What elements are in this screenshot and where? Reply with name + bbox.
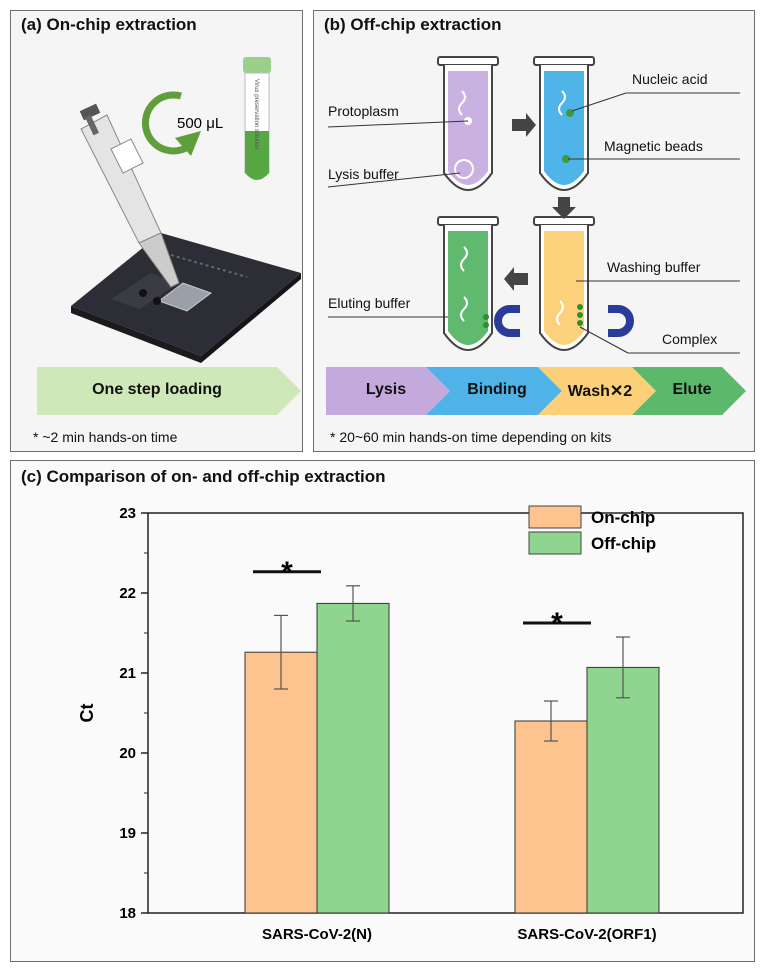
protoplasm-label: Protoplasm xyxy=(328,103,399,119)
panel-a-title: (a) On-chip extraction xyxy=(21,15,197,34)
arrow-down-icon xyxy=(552,197,576,219)
arrow-right-icon xyxy=(512,113,536,137)
x-category-label: SARS-CoV-2(N) xyxy=(262,926,372,943)
flow-label-lysis: Lysis xyxy=(365,381,407,398)
one-step-arrow: One step loading xyxy=(37,367,301,415)
bar-off-chip-0 xyxy=(316,602,390,914)
leader-line xyxy=(327,120,469,128)
binding-tube-icon xyxy=(533,56,595,191)
flow-step-binding xyxy=(426,367,562,415)
dna-icon xyxy=(458,90,466,116)
y-tick-label: 20 xyxy=(119,745,136,762)
process-flow: Lysis Binding Wash✕2 Elute xyxy=(326,367,746,415)
on-chip-note: * ~2 min hands-on time xyxy=(33,429,178,445)
off-chip-illustration xyxy=(327,56,740,354)
flow-step-elute xyxy=(632,367,746,415)
y-tick-label: 23 xyxy=(119,505,136,522)
dna-icon xyxy=(558,90,566,116)
panel-comparison: (c) Comparison of on- and off-chip extra… xyxy=(10,460,755,962)
bar-off-chip-1 xyxy=(586,666,660,914)
bead-icon xyxy=(566,109,574,117)
leader-line xyxy=(571,92,627,112)
chip-icon xyxy=(71,233,301,363)
y-tick-label: 22 xyxy=(119,585,136,602)
flow-label-elute: Elute xyxy=(672,381,712,398)
legend-swatch-off-chip xyxy=(528,531,582,555)
panel-on-chip: (a) On-chip extraction 500 μL Virus pres… xyxy=(10,10,303,452)
complex-label: Complex xyxy=(662,331,718,347)
bar-on-chip-1 xyxy=(514,720,588,914)
legend-label-off-chip: Off-chip xyxy=(591,534,656,553)
arrow-left-icon xyxy=(504,267,528,291)
flow-step-wash xyxy=(538,367,656,415)
legend-label-on-chip: On-chip xyxy=(591,508,655,527)
leader-line xyxy=(327,172,461,188)
bead-icon xyxy=(562,155,570,163)
significance-star: * xyxy=(551,607,563,640)
y-tick-label: 18 xyxy=(119,905,136,922)
y-tick-label: 21 xyxy=(119,665,136,682)
panel-c-title: (c) Comparison of on- and off-chip extra… xyxy=(21,467,386,486)
virus-icon xyxy=(454,159,474,179)
flow-label-wash: Wash✕2 xyxy=(567,383,633,400)
washing-buffer-label: Washing buffer xyxy=(607,259,701,275)
arrow-head-icon xyxy=(175,131,201,156)
one-step-label: One step loading xyxy=(92,381,222,398)
lysis-buffer-label: Lysis buffer xyxy=(328,166,399,182)
dna-icon xyxy=(460,246,468,272)
pipette-icon xyxy=(79,103,180,288)
flow-label-binding: Binding xyxy=(467,381,527,398)
bar-on-chip-0 xyxy=(244,651,318,914)
flow-step-lysis xyxy=(326,367,450,415)
lysis-tube-icon xyxy=(437,56,499,191)
off-chip-note: * 20~60 min hands-on time depending on k… xyxy=(330,429,612,445)
elute-tube-icon xyxy=(437,216,499,351)
volume-label: 500 μL xyxy=(177,115,223,132)
y-axis-label: Ct xyxy=(77,704,97,723)
dna-icon xyxy=(556,300,564,326)
curved-arrow-icon xyxy=(141,91,196,155)
tube-label: Virus preservation solution xyxy=(253,79,259,150)
magnet-icon xyxy=(494,305,520,337)
legend-swatch-on-chip xyxy=(528,505,582,529)
magnet-icon xyxy=(608,305,634,337)
x-category-label: SARS-CoV-2(ORF1) xyxy=(517,926,656,943)
y-tick-label: 19 xyxy=(119,825,136,842)
dna-icon xyxy=(460,296,468,322)
panel-off-chip: (b) Off-chip extraction xyxy=(313,10,755,452)
panel-b-title: (b) Off-chip extraction xyxy=(324,15,502,34)
nucleic-acid-label: Nucleic acid xyxy=(632,71,708,87)
leader-line xyxy=(579,326,629,354)
on-chip-illustration: 500 μL Virus preservation solution xyxy=(71,57,301,363)
eluting-buffer-label: Eluting buffer xyxy=(328,295,411,311)
magnetic-beads-label: Magnetic beads xyxy=(604,138,703,154)
significance-star: * xyxy=(281,556,293,589)
sample-tube-icon: Virus preservation solution xyxy=(243,57,271,180)
